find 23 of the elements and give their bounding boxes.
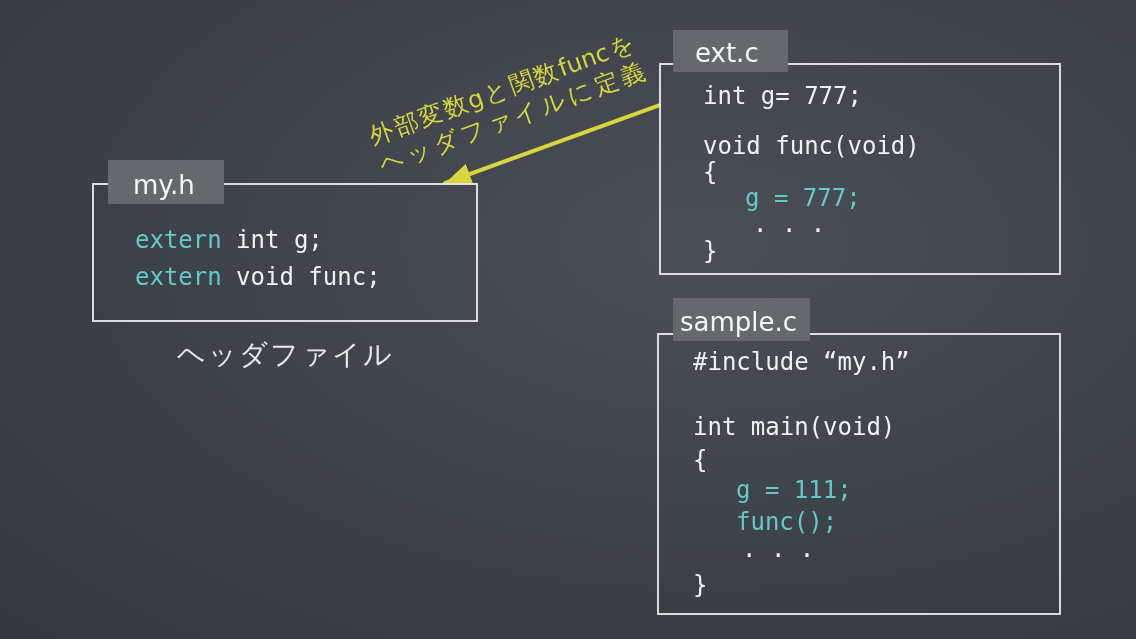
code-text: { — [693, 447, 708, 473]
code-text: int g; — [236, 227, 323, 253]
edge-label: 外部変数gと関数funcをヘッダファイルに定義 — [365, 28, 649, 181]
highlighted-code-text: extern — [135, 264, 222, 290]
file-tab: sample.c — [673, 298, 810, 341]
code-text: void func(void) — [703, 133, 920, 159]
code-text: { — [703, 159, 718, 185]
highlighted-code-text: g = 777; — [745, 185, 861, 211]
highlighted-code-text: extern — [135, 227, 222, 253]
code-text: #include “my.h” — [693, 349, 910, 375]
code-text: int main(void) — [693, 414, 896, 440]
arrow — [443, 103, 661, 185]
code-text: int g= 777; — [703, 83, 862, 109]
code-text: void func; — [236, 264, 381, 290]
code-text: } — [703, 238, 718, 264]
code-text: . . . — [753, 211, 826, 237]
highlighted-code-text: g = 111; — [736, 477, 852, 503]
highlighted-code-text: func(); — [736, 509, 838, 535]
code-text: } — [693, 572, 708, 598]
file-tab: ext.c — [673, 30, 788, 72]
file-tab: my.h — [108, 160, 224, 204]
code-text: . . . — [742, 536, 815, 562]
file-caption: ヘッダファイル — [176, 338, 394, 372]
